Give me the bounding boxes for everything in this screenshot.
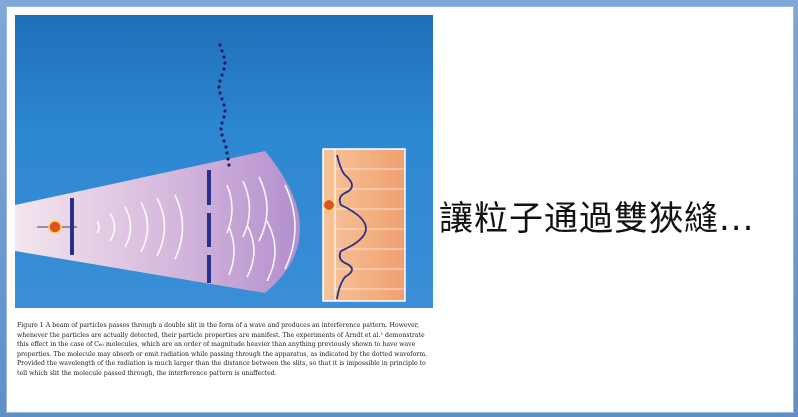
slide-headline: 讓粒子通過雙狹縫... <box>439 199 755 239</box>
caption-text: Figure 1 A beam of particles passes thro… <box>17 322 428 377</box>
detector-screen <box>322 148 406 302</box>
emitted-radiation-dots <box>217 43 231 167</box>
particle-beam <box>15 151 300 293</box>
figure-illustration <box>15 43 406 302</box>
double-slit-figure <box>15 15 433 308</box>
wavefronts-2 <box>226 176 296 282</box>
slide-frame: Figure 1 A beam of particles passes thro… <box>6 6 794 413</box>
detected-particle-icon <box>322 198 336 212</box>
interference-pattern <box>336 154 367 300</box>
wavefronts-1 <box>96 194 184 260</box>
figure-caption: Figure 1 A beam of particles passes thro… <box>17 321 431 411</box>
